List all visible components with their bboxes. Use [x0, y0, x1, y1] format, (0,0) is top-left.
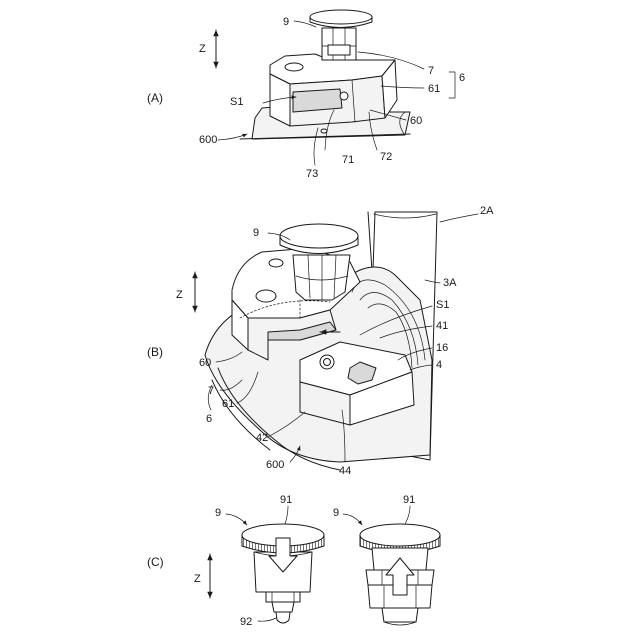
label-9-a: 9 — [283, 16, 289, 28]
label-600-b: 600 — [266, 459, 284, 471]
panel-b: (B) Z — [147, 205, 494, 477]
plunger-9-left — [242, 524, 324, 623]
label-6-a: 6 — [459, 72, 465, 84]
label-42: 42 — [256, 432, 268, 444]
label-41: 41 — [436, 320, 448, 332]
label-61-b: 61 — [222, 398, 234, 410]
label-91-left: 91 — [280, 494, 292, 506]
label-7-b: 7 — [208, 385, 214, 397]
panel-a: (A) Z — [147, 10, 465, 180]
stopper-body-a — [270, 54, 397, 126]
z-axis-label-b: Z — [176, 289, 183, 301]
label-7-a: 7 — [428, 65, 434, 77]
label-16: 16 — [436, 342, 448, 354]
z-axis-indicator-b: Z — [176, 272, 195, 312]
label-91-right: 91 — [403, 494, 415, 506]
label-9-left: 9 — [215, 507, 221, 519]
z-axis-label-a: Z — [199, 43, 206, 55]
panel-a-label: (A) — [147, 91, 163, 105]
label-4: 4 — [436, 359, 442, 371]
pin-92 — [276, 612, 290, 623]
z-axis-indicator-a: Z — [199, 30, 216, 68]
z-axis-label-c: Z — [194, 573, 201, 585]
label-92: 92 — [240, 616, 252, 628]
label-71-a: 71 — [342, 154, 354, 166]
label-9-right: 9 — [333, 507, 339, 519]
label-2a: 2A — [480, 205, 494, 217]
z-axis-indicator-c: Z — [194, 554, 210, 598]
label-s1-a: S1 — [230, 96, 243, 108]
label-61-a: 61 — [428, 83, 440, 95]
panel-c: (C) Z — [147, 494, 440, 628]
label-3a: 3A — [443, 277, 457, 289]
slot-s1-a — [293, 89, 342, 112]
label-60-a: 60 — [410, 115, 422, 127]
label-73-a: 73 — [306, 168, 318, 180]
hole-a — [285, 63, 303, 71]
panel-c-label: (C) — [147, 555, 164, 569]
label-s1-b: S1 — [436, 299, 449, 311]
plunger-9-right — [360, 524, 440, 625]
screw-hole-73 — [321, 129, 327, 133]
label-72-a: 72 — [380, 151, 392, 163]
hole-b — [256, 290, 276, 302]
label-600-a: 600 — [199, 134, 217, 146]
label-6-b: 6 — [206, 413, 212, 425]
label-44: 44 — [339, 465, 351, 477]
panel-b-label: (B) — [147, 345, 163, 359]
label-60-b: 60 — [199, 357, 211, 369]
label-9-b: 9 — [253, 227, 259, 239]
